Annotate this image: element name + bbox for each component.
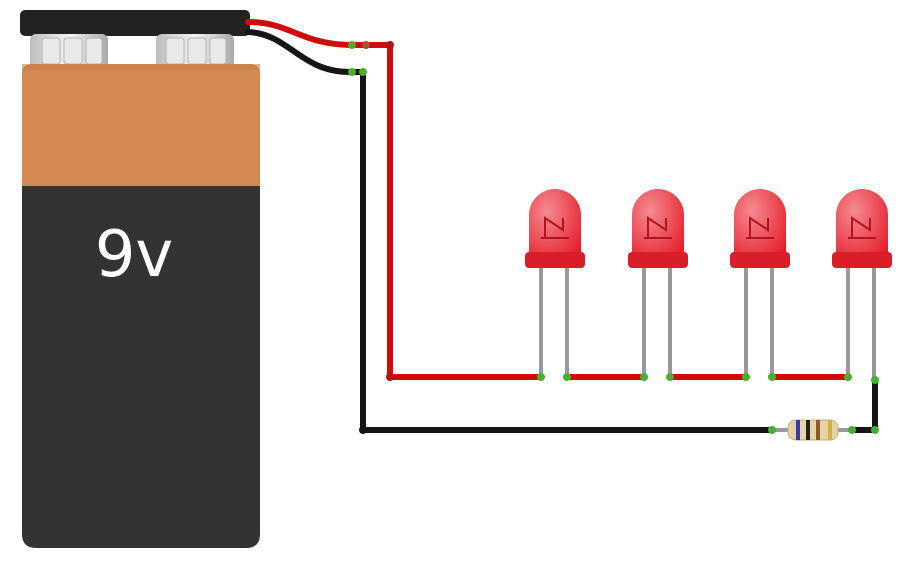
battery-lead-negative — [245, 29, 353, 75]
battery-terminal-positive — [156, 34, 234, 68]
resistor-band-3 — [816, 420, 820, 440]
negative-wire — [350, 69, 772, 433]
battery-terminal-negative — [30, 34, 108, 68]
led-4 — [832, 189, 892, 380]
led-to-resistor-wire — [852, 380, 878, 433]
resistor-band-1 — [796, 420, 800, 440]
led-2 — [628, 189, 688, 377]
battery-top-band — [22, 64, 260, 186]
battery-9v: 9v — [20, 10, 260, 548]
battery-lead-positive — [245, 19, 353, 48]
led-1 — [525, 189, 585, 377]
resistor-band-4 — [828, 420, 832, 440]
positive-wire — [350, 42, 540, 380]
battery-cap — [20, 10, 250, 36]
resistor — [772, 419, 852, 441]
resistor-band-2 — [806, 420, 810, 440]
connection-joints — [348, 41, 879, 434]
battery-label: 9v — [95, 218, 174, 292]
led-3 — [730, 189, 790, 377]
